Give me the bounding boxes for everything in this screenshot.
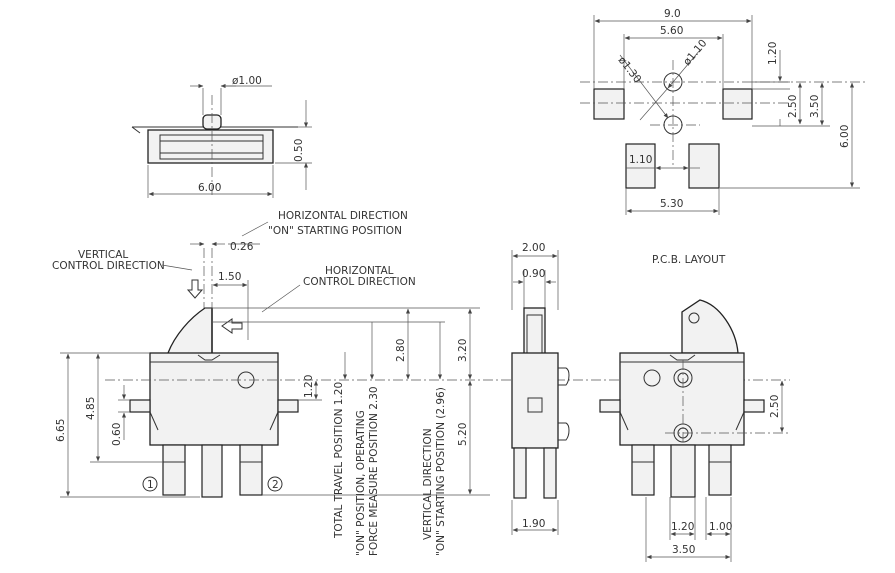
front-665-label: 6.65: [55, 419, 67, 442]
back-lever: [681, 299, 739, 354]
horizontal-control-1: HORIZONTAL: [325, 265, 394, 277]
pcb-120-label: 1.20: [767, 42, 779, 65]
side-190-label: 1.90: [522, 518, 545, 530]
front-150-label: 1.50: [218, 271, 241, 283]
back-120-label: 1.20: [671, 521, 694, 533]
front-280-label: 2.80: [395, 339, 407, 362]
terminal-2-label: 2: [272, 479, 279, 491]
pcb-250-label: 2.50: [787, 95, 799, 118]
actuator-lever: [167, 307, 213, 356]
front-view: HORIZONTAL DIRECTION "ON" STARTING POSIT…: [52, 210, 790, 556]
front-120-label: 1.20: [303, 375, 315, 398]
pcb-530-label: 5.30: [660, 198, 683, 210]
pcb-pad-bottom-right: [688, 143, 720, 189]
vertical-on-label-2: "ON" STARTING POSITION (2.96): [435, 387, 447, 556]
back-350-label: 3.50: [672, 544, 695, 556]
pcb-110-label: 1.10: [629, 154, 652, 166]
front-485-label: 4.85: [85, 397, 97, 420]
on-starting-position-label: "ON" STARTING POSITION: [268, 225, 402, 237]
horizontal-direction-label: HORIZONTAL DIRECTION: [278, 210, 408, 222]
side-view: 2.00 0.90 1.90: [511, 242, 570, 535]
pcb-pad-bottom-left: [625, 143, 656, 189]
horizontal-control-2: CONTROL DIRECTION: [303, 276, 416, 288]
pcb-560-label: 5.60: [660, 25, 683, 37]
switch-housing: [149, 352, 279, 446]
side-body: [511, 352, 559, 449]
front-520-label: 5.20: [457, 423, 469, 446]
on-position-label-2: FORCE MEASURE POSITION 2.30: [368, 386, 380, 556]
pcb-pad-right: [722, 88, 753, 120]
top-view: ø1.00 0.50 6.00: [131, 75, 312, 198]
terminal-center: [201, 444, 223, 498]
pcb-pad-left: [593, 88, 625, 120]
back-hole-left: [643, 369, 661, 387]
pcb-350-label: 3.50: [809, 95, 821, 118]
on-position-label-1: "ON" POSITION, OPERATING: [355, 410, 367, 556]
pcb-layout-title: P.C.B. LAYOUT: [652, 254, 726, 266]
terminal-1-label: 1: [147, 479, 154, 491]
pcb-9-label: 9.0: [664, 8, 681, 20]
pcb-d130-label: ø1.30: [616, 54, 644, 85]
front-320-label: 3.20: [457, 339, 469, 362]
vertical-direction-arrow: [186, 279, 204, 299]
pcb-600-label: 6.00: [839, 125, 851, 148]
terminal-1-marker: [142, 476, 158, 492]
side-090-label: 0.90: [522, 268, 545, 280]
front-060-label: 0.60: [111, 423, 123, 446]
terminal-left: [162, 444, 186, 496]
top-width-label: 6.00: [198, 182, 221, 194]
vertical-control-2: CONTROL DIRECTION: [52, 260, 165, 272]
back-100-label: 1.00: [709, 521, 732, 533]
horizontal-direction-arrow: [221, 318, 243, 334]
top-height-label: 0.50: [293, 139, 305, 162]
pcb-d110-label: ø1.10: [681, 37, 709, 68]
pcb-layout-view: 9.0 5.60 ø1.30 ø1.10 1.20 2.50 3.50 6.00…: [580, 8, 865, 215]
back-view: P.C.B. LAYOUT 2.50 1.20 1.00 3.50: [599, 254, 790, 562]
vertical-control-1: VERTICAL: [78, 249, 128, 261]
side-200-label: 2.00: [522, 242, 545, 254]
back-250-label: 2.50: [769, 395, 781, 418]
total-travel-label: TOTAL TRAVEL POSITION 1.20: [333, 382, 345, 539]
top-dia-label: ø1.00: [232, 75, 262, 87]
front-026-label: 0.26: [230, 241, 254, 253]
back-housing: [619, 352, 745, 446]
terminal-2-marker: [267, 476, 283, 492]
terminal-right: [239, 444, 263, 496]
vertical-on-label-1: VERTICAL DIRECTION: [422, 428, 434, 540]
